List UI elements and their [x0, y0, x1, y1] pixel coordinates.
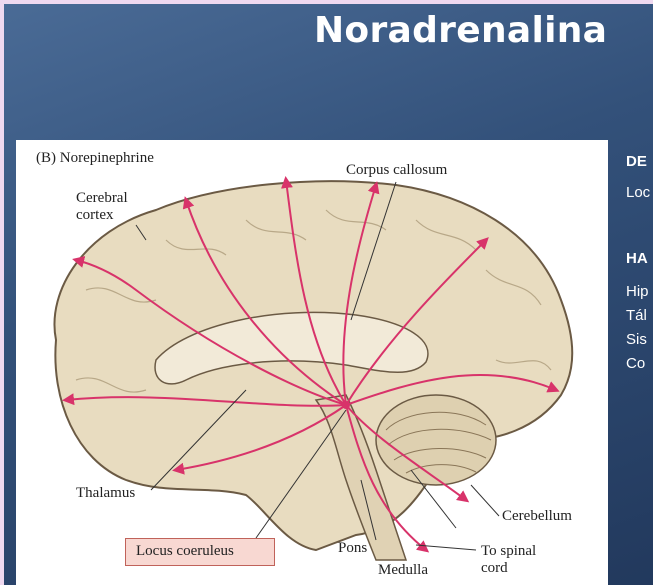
- label-cerebellum: Cerebellum: [502, 508, 572, 525]
- figure-caption: (B) Norepinephrine: [36, 150, 154, 167]
- side-text-panel: DE Loc HA Hip Tál Sis Co: [620, 140, 653, 585]
- slide-title: Noradrenalina: [314, 10, 607, 51]
- side-line-1: Loc: [626, 184, 650, 201]
- side-heading-2: HA: [626, 250, 648, 267]
- side-heading-1: DE: [626, 153, 647, 170]
- side-item: Sis: [626, 331, 647, 348]
- cerebellum-shape: [376, 395, 496, 485]
- label-locus-coeruleus: Locus coeruleus: [136, 543, 234, 560]
- brain-figure: (B) Norepinephrine Cerebral cortex Corpu…: [16, 140, 608, 585]
- side-item: Co: [626, 355, 645, 372]
- label-thalamus: Thalamus: [76, 485, 135, 502]
- label-pons: Pons: [338, 540, 367, 557]
- label-corpus-callosum: Corpus callosum: [346, 162, 447, 179]
- side-item: Hip: [626, 283, 649, 300]
- label-cerebral-cortex: Cerebral cortex: [76, 190, 128, 224]
- label-medulla: Medulla: [378, 562, 428, 579]
- label-to-spinal-cord: To spinal cord: [481, 543, 536, 577]
- slide: Noradrenalina: [4, 4, 653, 585]
- side-item: Tál: [626, 307, 647, 324]
- locus-coeruleus-dot: [342, 401, 350, 409]
- locus-coeruleus-box: Locus coeruleus: [125, 538, 275, 566]
